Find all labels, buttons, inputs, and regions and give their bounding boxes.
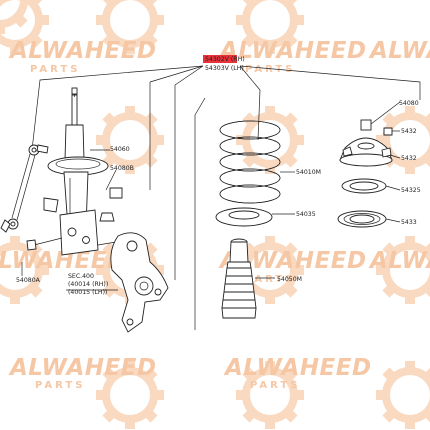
label-54050m: 54050M <box>277 276 302 283</box>
strut-bolt[interactable] <box>26 237 117 251</box>
label-5432-b: 5432 <box>401 155 417 162</box>
strut-bearing[interactable] <box>341 178 387 194</box>
strut-assy-rh-label: 54302V (RH) <box>205 56 245 63</box>
bump-stop-boot[interactable] <box>221 238 257 319</box>
steering-knuckle[interactable] <box>110 232 169 333</box>
label-54035: 54035 <box>296 211 316 218</box>
watermark-brand: ALWAHEED <box>218 38 367 64</box>
watermark-brand: ALWAHEED <box>223 355 372 381</box>
stabilizer-link[interactable] <box>0 144 49 233</box>
watermark-brand: ALWAHEED <box>8 38 157 64</box>
watermark-sub: PARTS <box>250 380 300 391</box>
watermark-brand: ALWAHEED <box>8 355 157 381</box>
watermark-sub: PARTS <box>35 380 85 391</box>
label-40014-rh: (40014 (RH)) <box>68 281 108 288</box>
callout-bracket <box>31 65 421 330</box>
strut-assembly-callout[interactable]: 54302V (RH) 54303V (LH) <box>203 55 245 72</box>
label-5432-a: 5432 <box>401 128 417 135</box>
watermark-sub: PARTS <box>245 64 295 75</box>
watermark-sub: PARTS <box>245 274 295 285</box>
watermark-brand: ALWAHEED <box>368 38 430 64</box>
watermark-sub: PARTS <box>30 64 80 75</box>
strut-assy-lh-label: 54303V (LH) <box>205 65 244 72</box>
label-54080a: 54080A <box>16 277 41 284</box>
label-54080: 54080 <box>399 100 419 107</box>
spring-seat[interactable] <box>215 207 273 227</box>
watermark-brand: ALWAHEED <box>368 248 430 274</box>
label-54325: 54325 <box>401 187 421 194</box>
label-54010m: 54010M <box>296 169 321 176</box>
leader-lines <box>21 101 401 291</box>
label-sec400: SEC.400 <box>68 273 94 280</box>
part-labels: 54080 5432 5432 54325 5433 54010M 54035 … <box>16 100 421 296</box>
coil-spring[interactable] <box>219 120 281 204</box>
label-54080b: 54080B <box>110 165 134 172</box>
strut-mount[interactable] <box>339 119 393 167</box>
highlight-box <box>203 55 237 63</box>
strut-assembly[interactable] <box>43 87 123 256</box>
label-40015-lh: (40015 (LH)) <box>68 289 107 296</box>
label-54060: 54060 <box>110 146 130 153</box>
label-5433: 5433 <box>401 219 417 226</box>
upper-spring-seat[interactable] <box>337 210 387 228</box>
